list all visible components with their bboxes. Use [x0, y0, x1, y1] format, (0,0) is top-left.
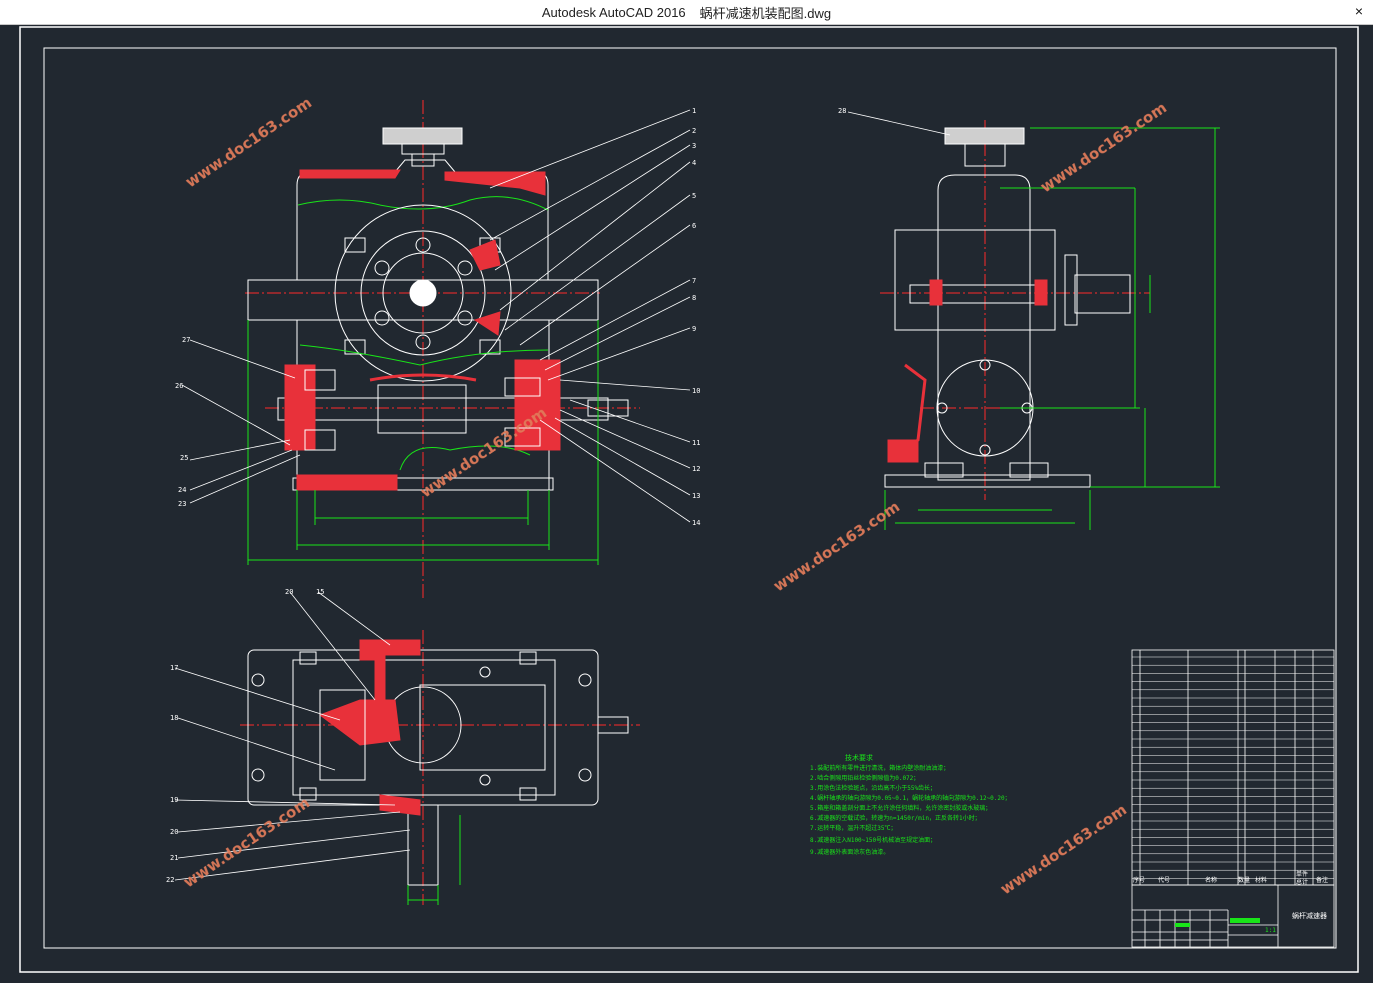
col-header-total: 总计 [1296, 878, 1308, 886]
app-title: Autodesk AutoCAD 2016 [541, 4, 686, 20]
balloon-20b: 20 [170, 828, 178, 836]
sheet-inner-border [43, 47, 1337, 949]
front-view-dimensions [247, 320, 599, 565]
drawing-scale: 1:1 [1265, 927, 1276, 934]
parts-list-header: 序号 代号 名称 数量 材料 单件 总计 备注 [1133, 870, 1328, 886]
col-header-material: 材料 [1255, 876, 1267, 884]
col-header-name: 名称 [1205, 876, 1217, 884]
col-header-code: 代号 [1158, 876, 1170, 884]
tech-note-5: 5.箱座和箱盖剖分面上不允许涂任何填料，允许涂密封胶或水玻璃； [810, 804, 991, 812]
tech-note-8: 8.减速器注入N100~150号机械油至规定油面； [810, 836, 936, 844]
balloon-22: 22 [166, 876, 174, 884]
drawing-name: 蜗杆减速器 [1292, 911, 1327, 920]
watermark-text: www.doc163.com [770, 498, 903, 596]
balloon-2: 2 [692, 127, 696, 135]
balloon-27: 27 [182, 336, 190, 344]
watermark-text: www.doc163.com [1037, 99, 1170, 197]
top-view [240, 630, 640, 905]
balloon-18: 18 [170, 714, 178, 722]
parts-list-rows [1132, 656, 1334, 879]
col-header-remark: 备注 [1316, 876, 1328, 884]
balloon-1: 1 [692, 107, 696, 115]
watermark-text: www.doc163.com [182, 94, 315, 192]
balloon-23: 23 [178, 500, 186, 508]
watermark-text: www.doc163.com [180, 794, 313, 892]
side-view-dimensions [884, 127, 1220, 530]
balloon-5: 5 [692, 192, 696, 200]
balloon-25: 25 [180, 454, 188, 462]
sheet-outer-border [19, 26, 1359, 973]
balloon-8: 8 [692, 294, 696, 302]
front-view [245, 100, 640, 600]
col-header-unit: 单件 [1296, 870, 1308, 878]
tech-note-4: 4.蜗杆轴承的轴向游隙为0.05~0.1，蜗轮轴承的轴向游隙为0.12~0.20… [810, 794, 1011, 802]
balloon-26: 26 [175, 382, 183, 390]
balloon-15: 15 [316, 588, 324, 596]
balloon-12: 12 [692, 465, 700, 473]
balloon-4: 4 [692, 159, 696, 167]
tech-note-6: 6.减速器的空载试验，转速为n=1450r/min，正反各转1小时； [810, 814, 981, 822]
balloon-20a: 20 [285, 588, 293, 596]
balloon-21: 21 [170, 854, 178, 862]
balloon-28: 28 [838, 107, 846, 115]
technical-notes: 技术要求 1.装配前所有零件进行清洗，箱体内壁涂耐油油漆； 2.啮合侧隙用铅丝检… [810, 753, 1011, 856]
balloon-24: 24 [178, 486, 186, 494]
top-view-dimensions [407, 815, 461, 905]
balloon-9: 9 [692, 325, 696, 333]
close-button[interactable]: × [1351, 3, 1367, 19]
watermark-text: www.doc163.com [417, 404, 550, 502]
tech-note-9: 9.减速器外表面涂灰色油漆。 [810, 848, 889, 856]
drawing-canvas[interactable]: 1 2 3 4 5 6 7 8 9 10 11 12 13 14 27 26 2… [0, 25, 1373, 978]
balloon-14: 14 [692, 519, 700, 527]
tech-note-1: 1.装配前所有零件进行清洗，箱体内壁涂耐油油漆； [810, 764, 949, 772]
col-header-no: 序号 [1133, 876, 1145, 884]
balloon-6: 6 [692, 222, 696, 230]
tech-notes-title: 技术要求 [845, 753, 873, 762]
balloon-7: 7 [692, 277, 696, 285]
balloon-19: 19 [170, 796, 178, 804]
col-header-qty: 数量 [1238, 876, 1250, 884]
balloon-17: 17 [170, 664, 178, 672]
balloon-labels: 1 2 3 4 5 6 7 8 9 10 11 12 13 14 27 26 2… [166, 107, 846, 884]
balloon-13: 13 [692, 492, 700, 500]
side-view-leaders [847, 111, 951, 136]
tech-note-2: 2.啮合侧隙用铅丝检验侧隙值为0.072； [810, 774, 919, 782]
side-view [880, 120, 1150, 500]
file-name: 蜗杆减速机装配图.dwg [699, 5, 832, 21]
tech-note-7: 7.运转平稳，温升不超过35℃； [810, 824, 896, 832]
parts-list-table [1131, 649, 1335, 886]
balloon-10: 10 [692, 387, 700, 395]
title-block [1131, 884, 1335, 948]
front-view-leaders [181, 109, 691, 523]
top-view-leaders [174, 591, 411, 881]
watermarks: www.doc163.com www.doc163.com www.doc163… [180, 94, 1170, 899]
balloon-11: 11 [692, 439, 700, 447]
balloon-3: 3 [692, 142, 696, 150]
tech-note-3: 3.用涂色法检验斑点，沿齿高不小于55%齿长； [810, 784, 936, 792]
window-title-bar: Autodesk AutoCAD 2016 蜗杆减速机装配图.dwg × [0, 0, 1373, 25]
watermark-text: www.doc163.com [997, 801, 1130, 899]
